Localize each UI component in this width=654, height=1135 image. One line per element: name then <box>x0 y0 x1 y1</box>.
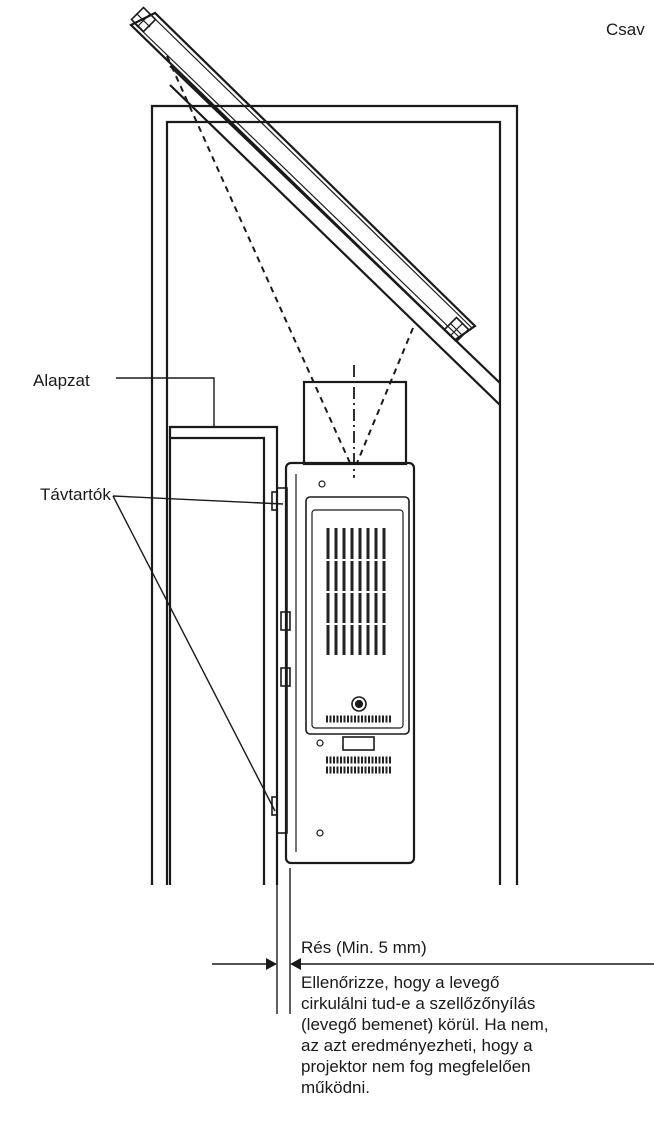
slot-rows <box>326 715 392 774</box>
corner-label: Csav <box>606 20 645 39</box>
mounting-rail <box>271 487 291 834</box>
gap-arrows <box>266 958 301 970</box>
note-line: Ellenőrizze, hogy a levegő <box>301 973 500 992</box>
projector-lens <box>302 380 408 466</box>
note-line: projektor nem fog megfelelően <box>301 1057 531 1076</box>
mirror-support <box>169 65 501 406</box>
gap-dimension <box>212 868 654 1014</box>
gap-label: Rés (Min. 5 mm) <box>301 938 427 957</box>
mirror <box>129 6 477 343</box>
cabinet-frame <box>150 104 519 885</box>
note-line: (levegő bemenet) körül. Ha nem, <box>301 1015 549 1034</box>
note-line: működni. <box>301 1078 370 1097</box>
note-line: az azt eredményezheti, hogy a <box>301 1036 533 1055</box>
leader-lines <box>112 377 284 812</box>
base-label: Alapzat <box>33 371 90 390</box>
note-line: cirkulálni tud-e a szellőzőnyílás <box>301 994 536 1013</box>
vent-grille-bands <box>325 559 388 625</box>
projector-body <box>284 461 416 865</box>
ventilation-note: Ellenőrizze, hogy a levegő cirkulálni tu… <box>301 972 651 1098</box>
projection-lines <box>166 55 414 464</box>
base-block <box>168 425 279 885</box>
spacers-label: Távtartók <box>40 485 111 504</box>
